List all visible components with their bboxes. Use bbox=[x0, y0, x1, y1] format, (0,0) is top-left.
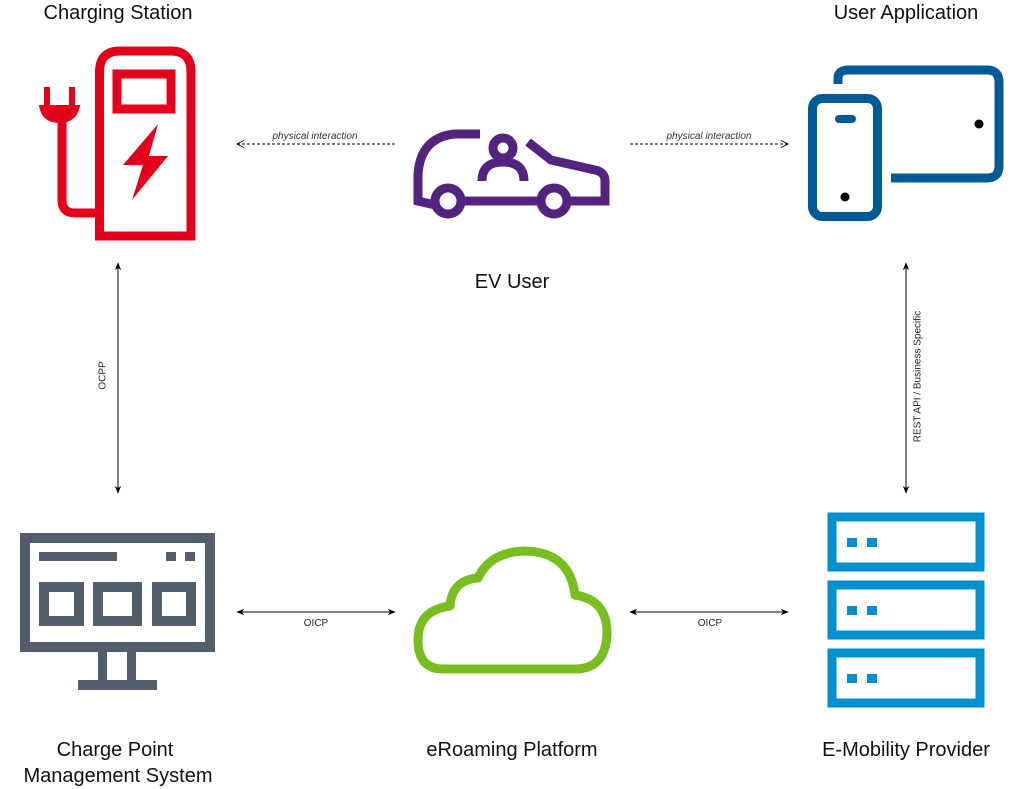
ev-user-car-icon bbox=[413, 129, 610, 219]
charging-station-icon bbox=[38, 46, 196, 241]
edge-label-app-emp: REST API / Business Specific bbox=[912, 310, 924, 443]
ev-user-label: EV User bbox=[474, 271, 550, 293]
emp-label: E-Mobility Provider bbox=[822, 739, 990, 761]
emp-server-icon bbox=[827, 512, 985, 708]
eroaming-label: eRoaming Platform bbox=[426, 739, 598, 761]
charging-station-label: Charging Station bbox=[43, 2, 193, 24]
cpms-monitor-icon bbox=[20, 533, 215, 690]
edge-label-station-cpms: OCPP bbox=[97, 361, 109, 390]
edge-label-eroaming-emp: OICP bbox=[697, 618, 723, 629]
cpms-label-line1: Charge Point bbox=[56, 739, 174, 761]
edge-label-ev-to-app: physical interaction bbox=[666, 131, 752, 142]
eroaming-cloud-icon bbox=[413, 546, 612, 674]
edge-label-ev-to-station: physical interaction bbox=[272, 131, 358, 142]
user-application-label: User Application bbox=[833, 2, 979, 24]
edge-label-cpms-eroaming: OICP bbox=[303, 618, 329, 629]
user-application-devices-icon bbox=[808, 65, 1004, 221]
cpms-label-line2: Management System bbox=[23, 765, 213, 787]
